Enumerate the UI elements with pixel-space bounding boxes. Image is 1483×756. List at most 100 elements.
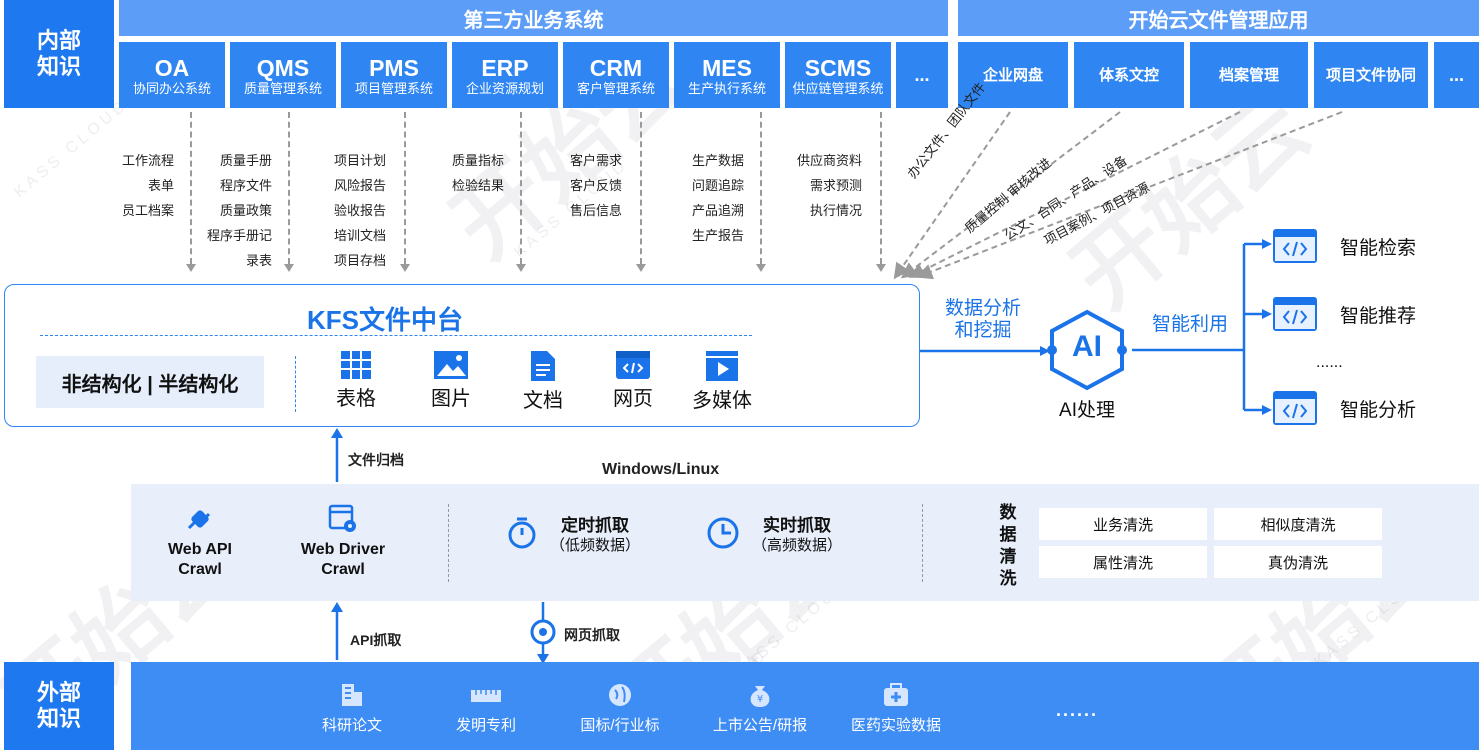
money-bag-icon: ¥ xyxy=(750,686,770,707)
web-driver-crawl[interactable]: Web Driver Crawl xyxy=(290,504,396,580)
file-type-multimedia[interactable]: 多媒体 xyxy=(682,350,762,413)
ai-hexagon-icon xyxy=(1047,309,1127,391)
system-card-pms[interactable]: PMS 项目管理系统 xyxy=(341,42,447,108)
realtime-crawl[interactable]: 实时抓取（高频数据） xyxy=(706,516,842,556)
document-icon xyxy=(531,351,555,381)
app-card-more[interactable]: ... xyxy=(1434,42,1479,108)
flow-line-pms xyxy=(404,112,406,264)
file-type-table[interactable]: 表格 xyxy=(316,350,396,411)
web-api-crawl[interactable]: Web API Crawl xyxy=(150,504,250,580)
system-card-erp[interactable]: ERP 企业资源规划 xyxy=(452,42,558,108)
web-crawl-arrow xyxy=(530,602,556,664)
scheduled-crawl[interactable]: 定时抓取（低频数据） xyxy=(506,516,640,556)
file-type-image[interactable]: 图片 xyxy=(411,350,491,411)
file-type-document[interactable]: 文档 xyxy=(503,350,583,413)
api-crawl-label: API抓取 xyxy=(350,632,402,648)
data-type-box: 非结构化 | 半结构化 xyxy=(36,356,264,408)
docs-erp: 质量指标检验结果 xyxy=(452,153,505,193)
system-code: MES xyxy=(702,54,752,81)
file-type-webpage[interactable]: 网页 xyxy=(593,350,673,411)
archive-label: 文件归档 xyxy=(348,452,404,468)
docs-crm: 客户需求客户反馈售后信息 xyxy=(570,153,623,218)
arrow-down-icon xyxy=(876,264,886,272)
system-card-crm[interactable]: CRM 客户管理系统 xyxy=(563,42,669,108)
arrow-down-icon xyxy=(636,264,646,272)
cleaning-authenticity: 真伪清洗 xyxy=(1214,546,1382,578)
arrow-down-icon xyxy=(756,264,766,272)
ai-label: AI处理 xyxy=(1059,400,1115,421)
cleaning-title: 数 据 清 洗 xyxy=(999,503,1017,588)
output-smart-search[interactable]: 智能检索 xyxy=(1272,228,1416,264)
system-code: OA xyxy=(154,54,190,81)
web-crawl-label: 网页抓取 xyxy=(564,627,620,643)
analysis-label: 数据分析 和挖掘 xyxy=(944,298,1021,341)
arrow-down-icon xyxy=(516,264,526,272)
arrow-up-icon xyxy=(331,602,343,660)
source-research-papers[interactable]: 科研论文 xyxy=(292,682,412,735)
kfs-apps-header: 开始云文件管理应用 xyxy=(958,0,1479,36)
output-branches xyxy=(1132,239,1272,415)
divider xyxy=(448,504,449,582)
webpage-icon xyxy=(1273,297,1317,331)
external-knowledge-label: 外部 知识 xyxy=(4,662,114,750)
system-card-more[interactable]: ... xyxy=(896,42,948,108)
third-party-header: 第三方业务系统 xyxy=(119,0,948,36)
docs-mes: 生产数据问题追踪产品追溯生产报告 xyxy=(692,153,745,243)
docs-pms: 项目计划风险报告验收报告培训文档项目存档 xyxy=(334,153,387,268)
system-code: QMS xyxy=(256,54,310,81)
cleaning-attribute: 属性清洗 xyxy=(1039,546,1207,578)
output-smart-analysis[interactable]: 智能分析 xyxy=(1272,390,1416,426)
use-label: 智能利用 xyxy=(1151,314,1228,335)
medical-kit-icon xyxy=(884,683,908,706)
system-name: 项目管理系统 xyxy=(354,80,433,96)
app-card-enterprise-drive[interactable]: 企业网盘 xyxy=(958,42,1068,108)
app-card-archive[interactable]: 档案管理 xyxy=(1190,42,1308,108)
system-name: 供应链管理系统 xyxy=(792,80,884,96)
ruler-icon xyxy=(471,690,501,702)
browser-gear-icon xyxy=(328,504,356,532)
source-reports[interactable]: ¥ 上市公告/研报 xyxy=(700,682,820,735)
ai-badge: AI xyxy=(1072,330,1102,363)
cleaning-business: 业务清洗 xyxy=(1039,508,1207,540)
video-icon xyxy=(706,351,738,381)
system-name: 协同办公系统 xyxy=(132,80,211,96)
system-name: 质量管理系统 xyxy=(243,80,322,96)
flow-line-oa xyxy=(190,112,192,264)
kfs-app-flows xyxy=(893,111,1343,280)
table-icon xyxy=(341,351,371,379)
webpage-icon xyxy=(1273,391,1317,425)
os-label: Windows/Linux xyxy=(602,461,720,478)
flow-line-crm xyxy=(640,112,642,264)
app-card-document-control[interactable]: 体系文控 xyxy=(1074,42,1184,108)
flow-line-mes xyxy=(760,112,762,264)
flow-line-qms xyxy=(288,112,290,264)
output-more: ...... xyxy=(1316,354,1343,371)
system-code: SCMS xyxy=(804,54,872,81)
sources-more: ...... xyxy=(1056,700,1099,720)
output-smart-recommend[interactable]: 智能推荐 xyxy=(1272,296,1416,332)
system-card-scms[interactable]: SCMS 供应链管理系统 xyxy=(785,42,891,108)
system-code: ERP xyxy=(481,54,529,81)
arrow-down-icon xyxy=(284,264,294,272)
arrow-down-icon xyxy=(186,264,196,272)
system-card-oa[interactable]: OA 协同办公系统 xyxy=(119,42,225,108)
system-card-mes[interactable]: MES 生产执行系统 xyxy=(674,42,780,108)
source-medical-data[interactable]: 医药实验数据 xyxy=(836,682,956,735)
docs-scms: 供应商资料需求预测执行情况 xyxy=(796,153,862,218)
flow-line-erp xyxy=(520,112,522,264)
platform-title: KFS文件中台 xyxy=(306,305,463,335)
system-code: PMS xyxy=(369,54,419,81)
system-name: 生产执行系统 xyxy=(687,80,766,96)
flow-line-scms xyxy=(880,112,882,264)
app-card-project-collab[interactable]: 项目文件协同 xyxy=(1314,42,1428,108)
divider xyxy=(40,335,752,336)
source-patents[interactable]: 发明专利 xyxy=(426,682,546,735)
divider xyxy=(295,356,296,412)
system-card-qms[interactable]: QMS 质量管理系统 xyxy=(230,42,336,108)
arrow-up-icon xyxy=(331,428,343,482)
divider xyxy=(922,504,923,582)
timer-icon xyxy=(508,517,536,549)
source-standards[interactable]: 国标/行业标 xyxy=(560,682,680,735)
globe-icon xyxy=(609,684,631,706)
system-name: 客户管理系统 xyxy=(576,80,655,96)
